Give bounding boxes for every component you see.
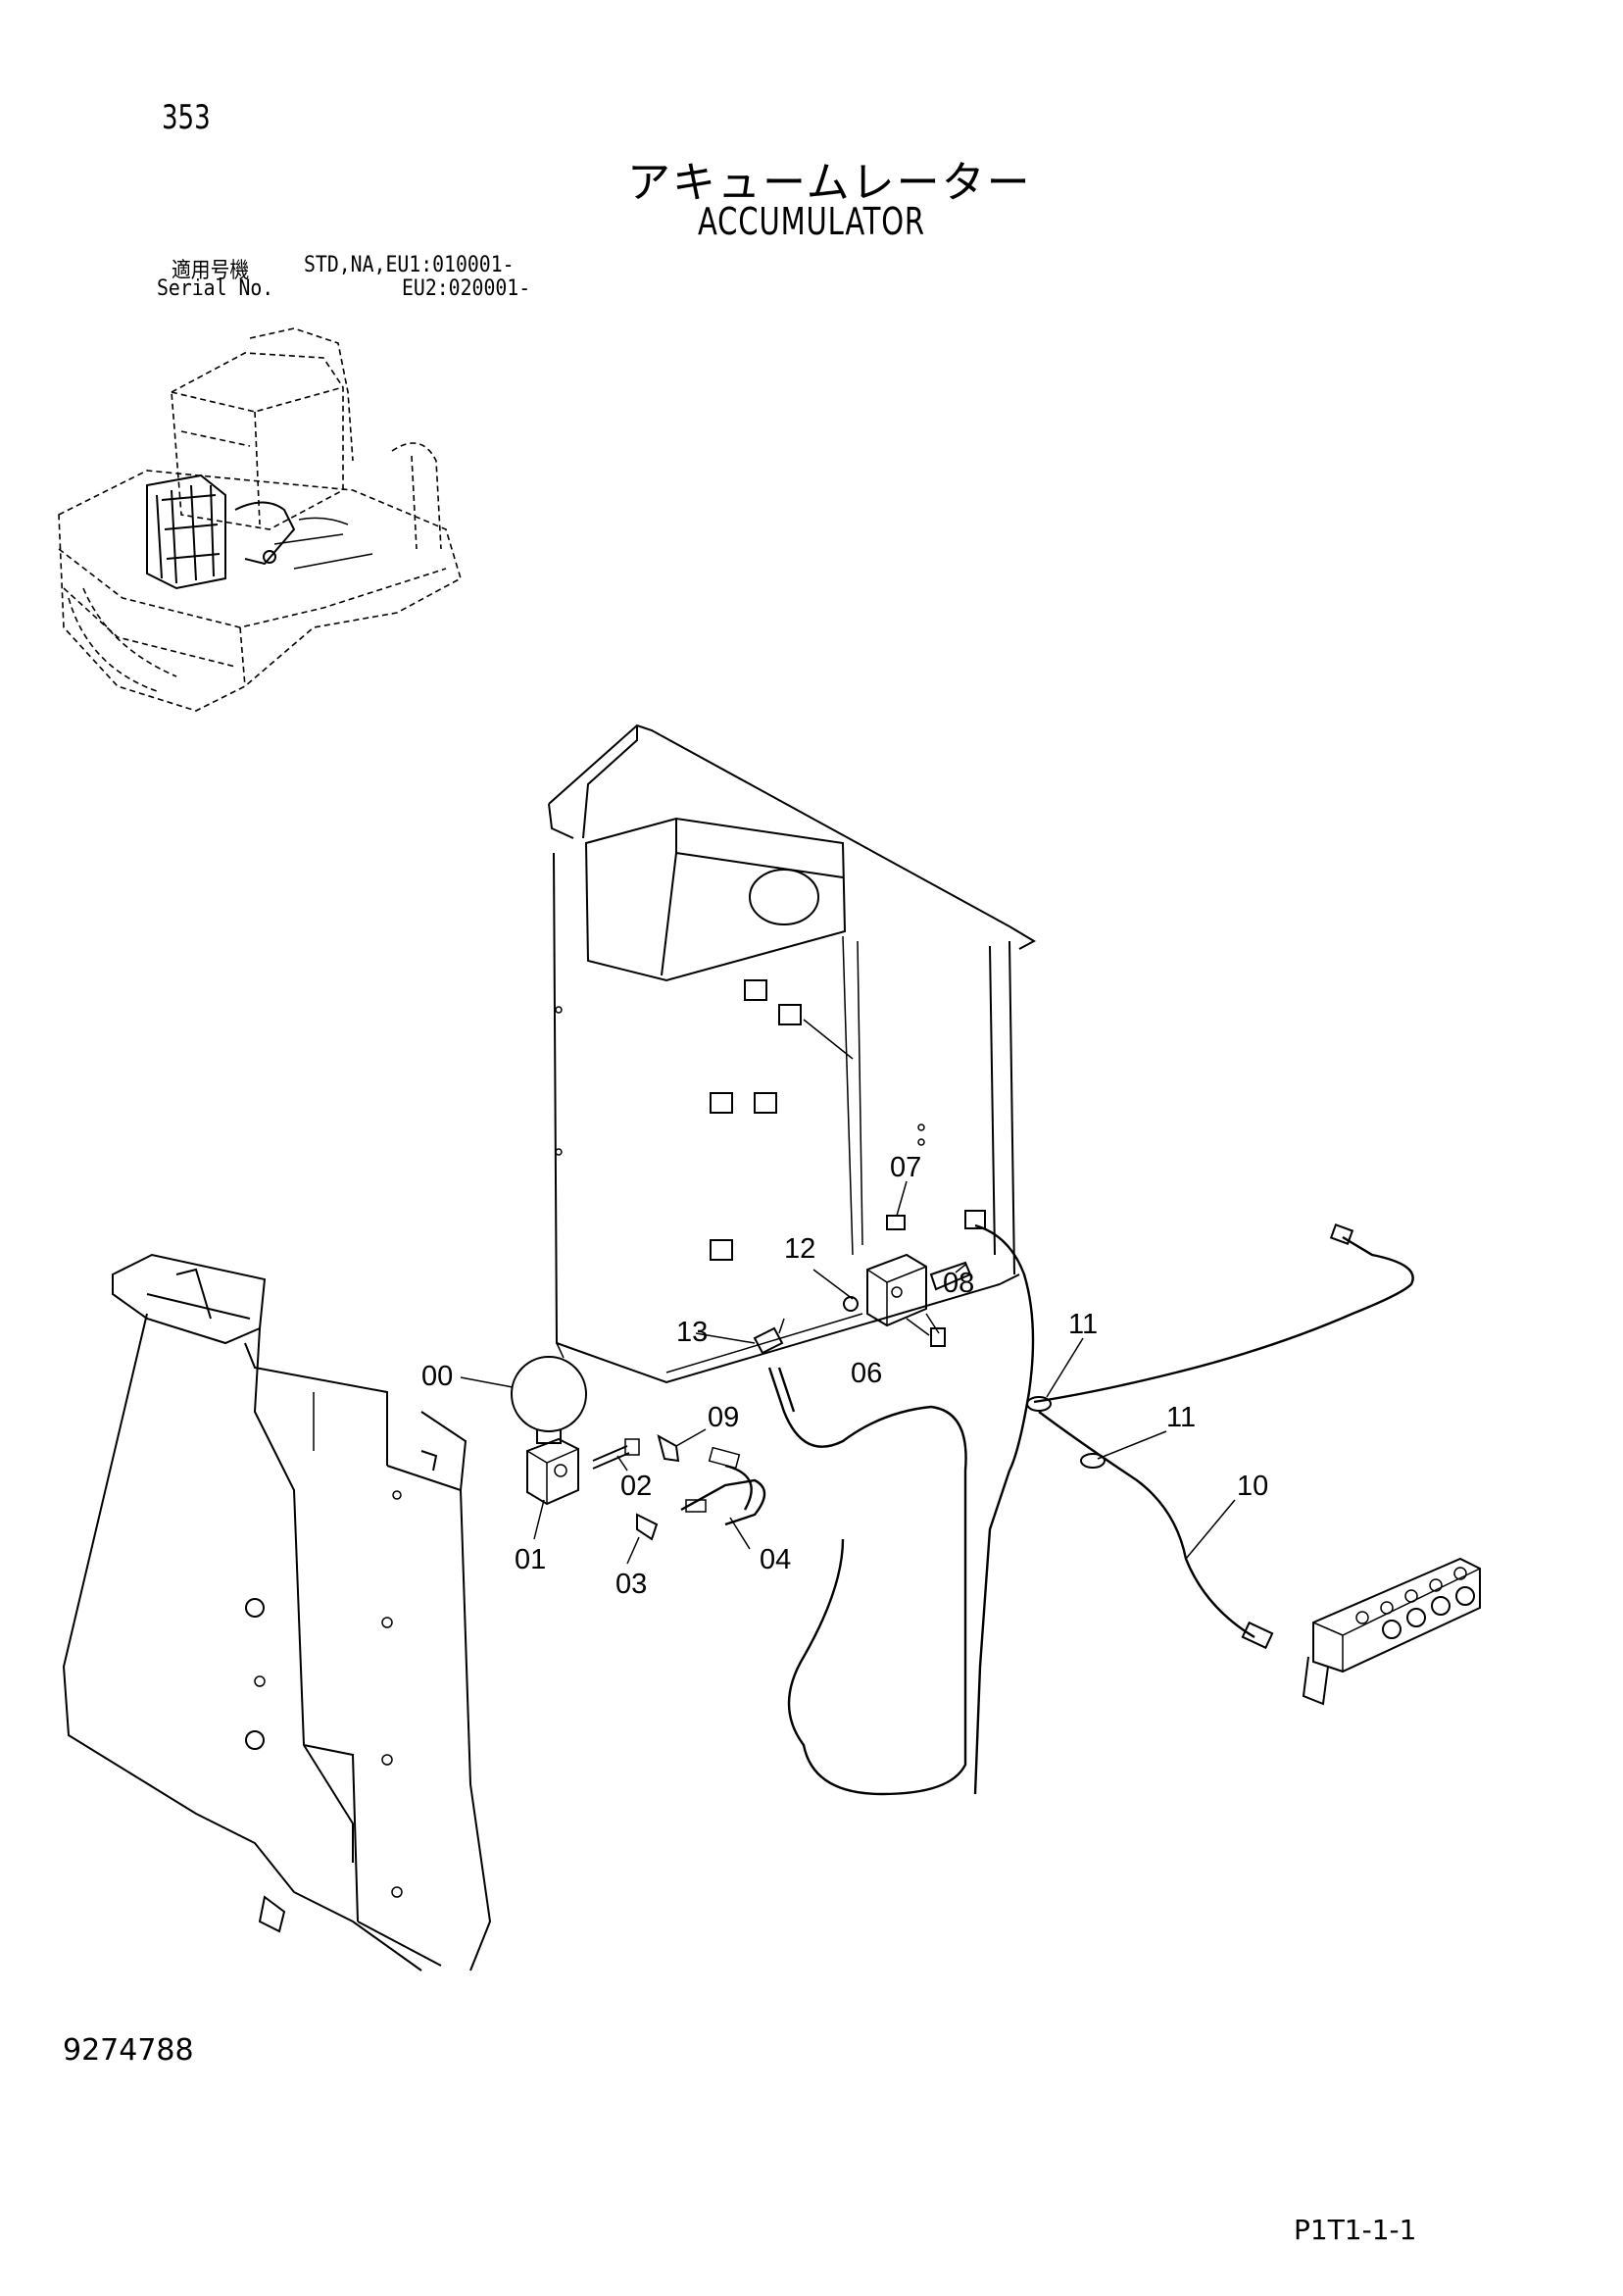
accumulator-assembly bbox=[511, 1356, 766, 1541]
document-number: 9274788 bbox=[63, 2033, 194, 2068]
page-number: 353 bbox=[162, 98, 211, 137]
callout-04: 04 bbox=[760, 1544, 791, 1575]
callout-11-lower: 11 bbox=[1166, 1402, 1196, 1433]
applicable-label-jp: 適用号機 bbox=[172, 259, 250, 283]
title-japanese: アキュームレーター bbox=[627, 158, 1032, 208]
left-guard-panel bbox=[62, 1253, 492, 1972]
main-frame-panel bbox=[548, 724, 1037, 1384]
fitting-13 bbox=[753, 1318, 785, 1355]
callout-11-upper: 11 bbox=[1068, 1309, 1098, 1340]
callout-leaders bbox=[460, 1180, 1236, 1565]
callout-12: 12 bbox=[784, 1233, 815, 1265]
callout-01: 01 bbox=[515, 1544, 546, 1575]
callout-09: 09 bbox=[708, 1402, 739, 1433]
callout-03: 03 bbox=[615, 1569, 647, 1600]
valve-block bbox=[843, 1215, 972, 1347]
callout-13: 13 bbox=[676, 1317, 708, 1348]
callout-07: 07 bbox=[890, 1152, 921, 1183]
hoses bbox=[767, 1210, 1414, 1796]
serial-range-eu2: EU2:020001- bbox=[402, 276, 531, 301]
sheet-reference: P1T1-1-1 bbox=[1294, 2214, 1417, 2246]
callout-02: 02 bbox=[620, 1471, 652, 1502]
callout-08: 08 bbox=[943, 1268, 974, 1299]
control-valve bbox=[1302, 1557, 1481, 1706]
callout-06: 06 bbox=[851, 1358, 882, 1389]
title-english: ACCUMULATOR bbox=[698, 200, 925, 243]
machine-overview-sketch bbox=[58, 327, 462, 712]
applicable-models: STD,NA,EU1:010001- bbox=[304, 253, 515, 277]
serial-label: Serial No. bbox=[157, 276, 274, 301]
callout-10: 10 bbox=[1237, 1471, 1268, 1502]
callout-labels: 00 01 02 03 04 06 07 08 09 10 11 11 12 1… bbox=[421, 1152, 1268, 1600]
callout-00: 00 bbox=[421, 1361, 453, 1392]
